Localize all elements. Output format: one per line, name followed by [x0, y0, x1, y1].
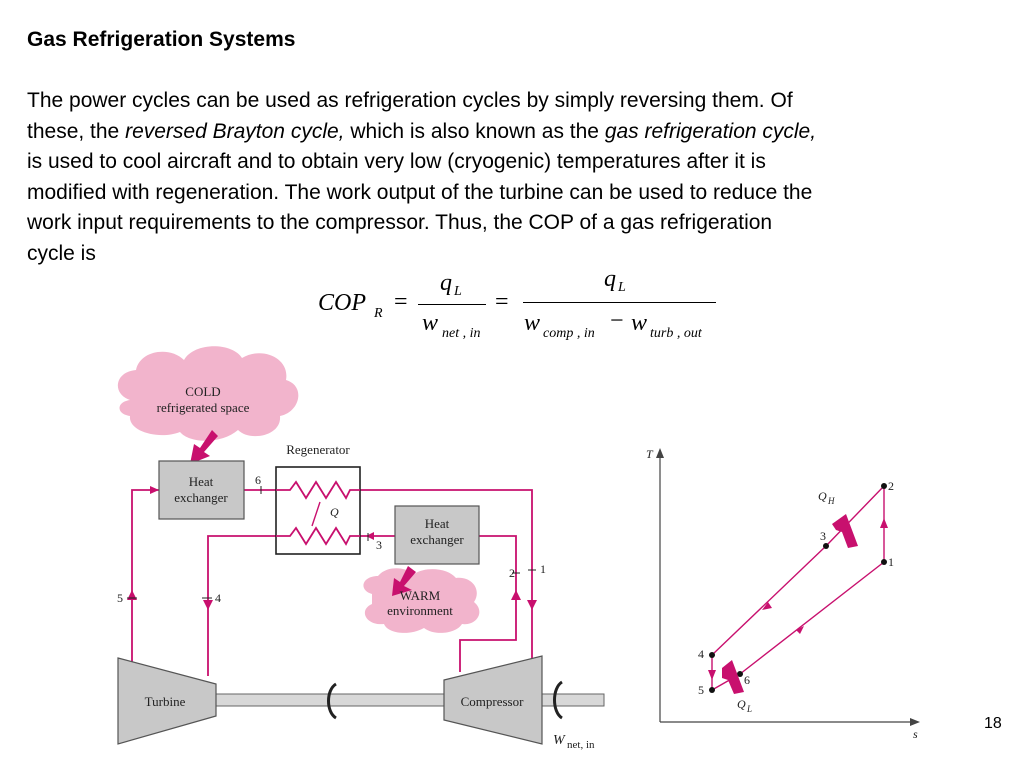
cycle-path [711, 485, 885, 691]
ts-state-label-1: 1 [888, 555, 894, 569]
drive-shaft [215, 693, 605, 707]
compressor-label: Compressor [461, 694, 525, 709]
qh-subscript: H [827, 496, 835, 506]
warm-environment-cloud [363, 568, 480, 633]
heat-exchanger-warm-label-2: exchanger [410, 532, 464, 547]
fraction1-denominator-sub: net , in [442, 326, 481, 341]
fraction2-denominator-b: w [631, 310, 648, 336]
ts-state-label-5: 5 [698, 683, 704, 697]
fraction1-denominator: w [422, 310, 439, 336]
paragraph-line-2: these, the reversed Brayton cycle, which… [27, 117, 1002, 148]
work-label-subscript: net, in [567, 739, 595, 751]
turbine-label: Turbine [145, 694, 186, 709]
body-paragraph: The power cycles can be used as refriger… [27, 86, 1002, 269]
state-label-4: 4 [215, 591, 221, 605]
paragraph-line-1: The power cycles can be used as refriger… [27, 89, 793, 112]
regenerator-coil-top [276, 480, 360, 500]
heat-exchanger-cold-label-2: exchanger [174, 490, 228, 505]
warm-heat-arrow-icon [392, 566, 416, 596]
fraction2-bar [523, 302, 716, 303]
ts-state-label-4: 4 [698, 647, 704, 661]
term-gas-refrigeration-cycle: gas refrigeration cycle, [604, 119, 817, 143]
fraction1-numerator: q [440, 270, 452, 296]
equals-sign-2: = [495, 289, 509, 315]
warm-env-label-2: environment [387, 603, 453, 618]
regenerator-heat-arrow [311, 501, 321, 527]
regenerator-heat-label: Q [330, 505, 339, 519]
regenerator-coil-bottom [276, 526, 360, 546]
term-reversed-brayton: reversed Brayton cycle, [125, 119, 345, 143]
state-label-5: 5 [117, 591, 123, 605]
state-label-6: 6 [255, 473, 261, 487]
paragraph-line-5: work input requirements to the compresso… [27, 211, 773, 234]
cop-subscript: R [374, 306, 383, 321]
ts-state-labels: 1 2 3 4 5 6 [698, 479, 894, 697]
s-axis-arrow-icon [910, 718, 920, 726]
cop-formula: COP R = q L w net , in = q L w comp , in… [318, 266, 728, 350]
regenerator-label: Regenerator [286, 442, 350, 457]
t-axis-label: T [646, 447, 654, 461]
cold-heat-arrow-icon [190, 430, 218, 464]
heat-exchanger-cold [158, 460, 245, 520]
minus-sign: − [610, 308, 624, 334]
ts-state-label-2: 2 [888, 479, 894, 493]
paragraph-text: which is also known as the [344, 119, 605, 143]
fraction1-bar [418, 304, 486, 305]
schematic-state-labels: 6 3 1 2 4 5 [117, 473, 546, 605]
cold-space-cloud [117, 346, 299, 441]
state-label-1: 1 [540, 562, 546, 576]
state-points [709, 483, 887, 693]
paragraph-line-6: cycle is [27, 241, 96, 265]
fraction2-numerator: q [604, 266, 616, 292]
ql-subscript: L [746, 704, 752, 714]
heat-absorption-arrow-icon [722, 660, 744, 694]
slide-title: Gas Refrigeration Systems [27, 28, 296, 51]
fraction2-denominator-b-sub: turb , out [650, 326, 702, 341]
cold-space-label-1: COLD [185, 384, 220, 399]
heat-exchanger-warm-label-1: Heat [425, 516, 450, 531]
heat-rejection-arrow-icon [832, 514, 858, 548]
s-axis-label: s [913, 727, 918, 741]
qh-label: Q [818, 489, 827, 503]
piping [131, 489, 533, 680]
paragraph-line-3: is used to cool aircraft and to obtain v… [27, 150, 766, 173]
cycle-direction-arrows [708, 518, 888, 680]
page-number: 18 [984, 715, 1002, 732]
regenerator [275, 466, 361, 555]
warm-env-label-1: WARM [400, 588, 441, 603]
state-label-3: 3 [376, 538, 382, 552]
ts-state-label-6: 6 [744, 673, 750, 687]
fraction1-numerator-sub: L [454, 284, 462, 299]
turbine [117, 657, 217, 745]
heat-exchanger-warm [394, 505, 480, 565]
ts-state-label-3: 3 [820, 529, 826, 543]
ql-label: Q [737, 697, 746, 711]
paragraph-text: these, the [27, 119, 126, 143]
cop-symbol: COP [318, 290, 366, 316]
ts-diagram: T s 1 2 3 4 5 [646, 447, 920, 741]
t-axis-arrow-icon [656, 448, 664, 458]
cold-space-label-2: refrigerated space [157, 400, 250, 415]
fraction2-denominator-a-sub: comp , in [543, 326, 595, 341]
fraction2-denominator-a: w [524, 310, 541, 336]
work-label: W [553, 733, 566, 748]
fraction2-numerator-sub: L [618, 280, 626, 295]
heat-exchanger-cold-label-1: Heat [189, 474, 214, 489]
shaft-work-arrow-icon [553, 680, 563, 720]
shaft-coupling-icon [327, 682, 337, 720]
compressor [443, 655, 543, 745]
paragraph-line-4: modified with regeneration. The work out… [27, 180, 813, 204]
equals-sign-1: = [394, 289, 408, 315]
